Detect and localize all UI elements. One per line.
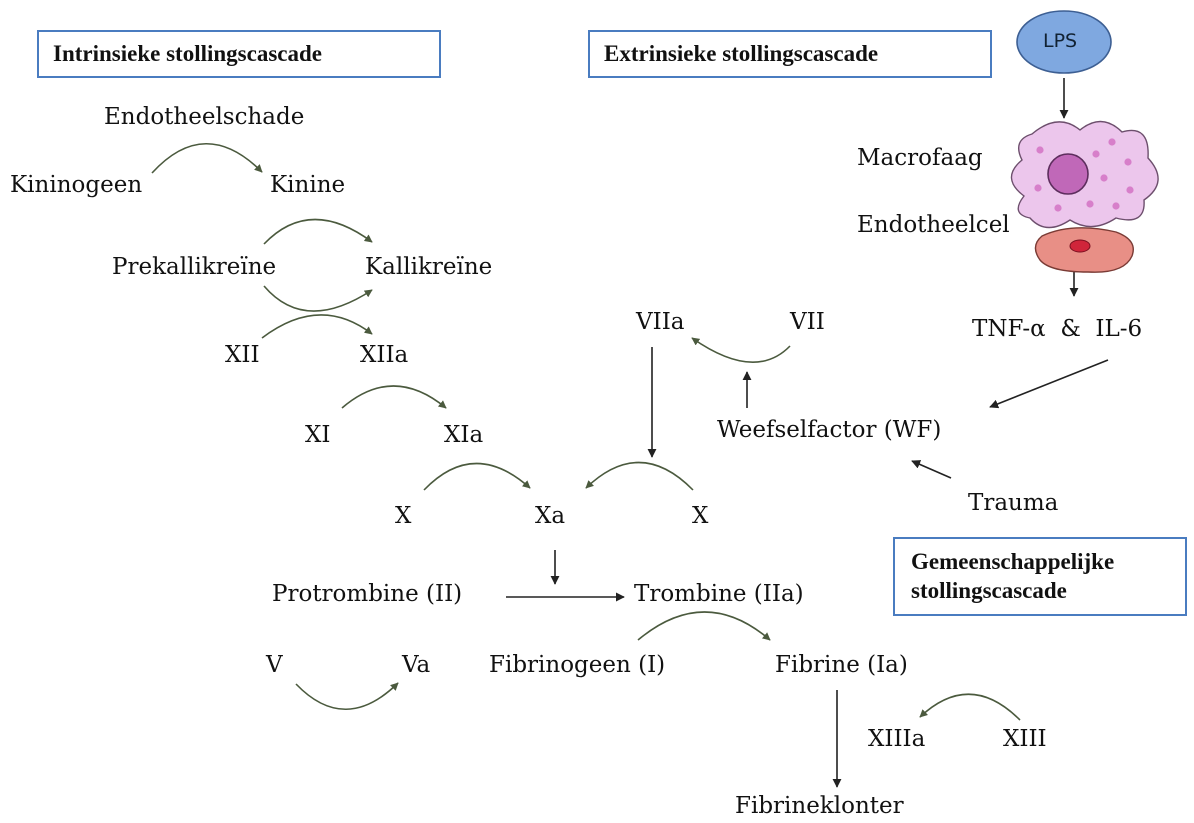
xiiia-label: XIIIa (868, 726, 926, 752)
arrow-xi-xia (341, 385, 447, 409)
arrow-xiii-xiiia (919, 693, 1021, 721)
fibrine-label: Fibrine (Ia) (775, 652, 908, 678)
macrophage-cell-icon (1010, 120, 1159, 229)
kallikreine-label: Kallikreïne (365, 254, 493, 280)
common-cascade-title-line2: stollingscascade (911, 577, 1067, 603)
trauma-label: Trauma (968, 490, 1059, 516)
endotheelschade-label: Endotheelschade (104, 104, 305, 130)
weefselfactor-label: Weefselfactor (WF) (717, 417, 942, 443)
arrow-x-xa-right (585, 461, 694, 491)
xiia-label: XIIa (360, 342, 409, 368)
extrinsic-cascade-title: Extrinsieke stollingscascade (588, 30, 992, 78)
xi-label: XI (305, 422, 331, 448)
tnf-il6-label: TNF-α & IL-6 (972, 316, 1143, 342)
xia-label: XIa (444, 422, 484, 448)
endothelial-cell-icon (1034, 227, 1134, 273)
xii-label: XII (225, 342, 260, 368)
xiii-label: XIII (1003, 726, 1047, 752)
trombine-label: Trombine (IIa) (634, 581, 804, 607)
kininogeen-label: Kininogeen (10, 172, 143, 198)
arrow-prekallikreine-kallikreine (263, 218, 373, 245)
v-label: V (266, 652, 283, 678)
arrow-fibrinogeen-fibrine (637, 611, 771, 641)
va-label: Va (402, 652, 431, 678)
xa-label: Xa (535, 503, 566, 529)
common-cascade-title: Gemeenschappelijke stollingscascade (893, 537, 1187, 616)
arrow-kininogeen-kinine (151, 142, 263, 174)
fibrinogeen-label: Fibrinogeen (I) (489, 652, 666, 678)
arrow-vii-viia (691, 337, 791, 363)
arrow-kallikreine-back (263, 285, 373, 312)
arrow-x-xa-left (423, 462, 531, 491)
fibrineklonter-label: Fibrineklonter (735, 793, 904, 819)
arrow-trauma-wf (911, 460, 952, 479)
viia-label: VIIa (636, 309, 685, 335)
lps-ellipse (1016, 10, 1112, 74)
protrombine-label: Protrombine (II) (272, 581, 463, 607)
macrofaag-label: Macrofaag (857, 145, 983, 171)
intrinsic-cascade-title: Intrinsieke stollingscascade (37, 30, 441, 78)
kinine-label: Kinine (270, 172, 346, 198)
lps-label: LPS (1043, 30, 1078, 52)
vii-label: VII (790, 309, 825, 335)
arrow-v-va (295, 682, 399, 711)
common-cascade-title-line1: Gemeenschappelijke (911, 549, 1115, 574)
x-right-label: X (692, 503, 709, 529)
arrow-xii-xiia (261, 314, 373, 339)
endotheelcel-label: Endotheelcel (857, 212, 1010, 238)
arrow-tnf-wf (989, 359, 1109, 409)
prekallikreine-label: Prekallikreïne (112, 254, 277, 280)
x-left-label: X (395, 503, 412, 529)
